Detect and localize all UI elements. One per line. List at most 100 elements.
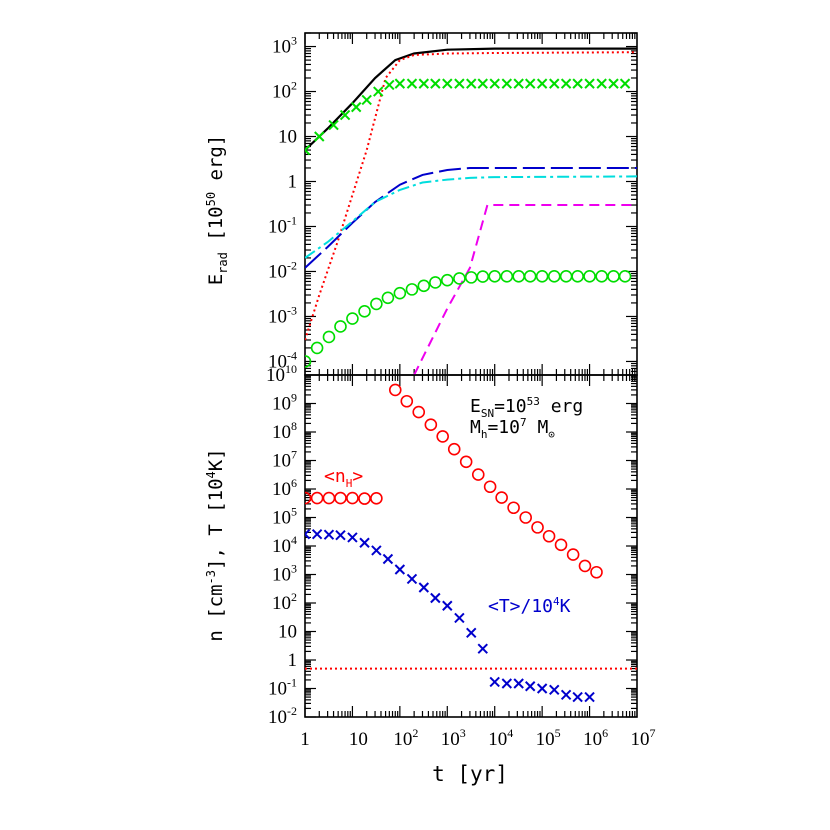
top-series-group: [305, 47, 637, 375]
bottom-y-axis-label: n [cm-3], T [104K]: [204, 448, 227, 641]
top-series-2-x-marker: [305, 144, 311, 156]
bottom-y-tick-label: 1010: [266, 362, 297, 386]
x-tick-label: 105: [536, 726, 561, 750]
top-series-2-x-marker: [384, 79, 395, 91]
bottom-series-0-circle-marker: [358, 492, 371, 505]
top-y-tick-label: 102: [272, 79, 297, 103]
top-series-6-circle-marker: [559, 270, 573, 283]
top-series-6-circle-marker: [500, 270, 514, 283]
bottom-series-0-circle-marker: [334, 491, 347, 505]
top-series-2-x-marker: [584, 78, 595, 89]
bottom-series-1-x-marker: [549, 684, 560, 696]
top-series-2-x-marker: [350, 101, 362, 113]
top-series-2-x-marker: [314, 131, 325, 142]
top-y-tick-label: 10: [278, 127, 297, 148]
top-series-6-circle-marker: [305, 355, 312, 368]
bottom-series-1-x-marker: [323, 529, 335, 540]
bottom-series-1-x-marker: [382, 553, 394, 565]
top-series-2-x-marker: [501, 78, 513, 89]
top-y-axis-label: Erad [1050 erg]: [204, 135, 230, 286]
bottom-y-tick-label: 10-2: [268, 704, 297, 728]
bottom-series-1-x-marker: [560, 689, 572, 701]
bottom-series-1-x-marker: [406, 573, 418, 585]
top-series-6-circle-marker: [523, 270, 537, 283]
top-series-6-circle-marker: [595, 270, 608, 283]
nh-label: <nH>: [324, 466, 363, 490]
bottom-series-0-circle-marker: [483, 480, 497, 494]
top-y-tick-label: 103: [272, 34, 297, 58]
top-series-6-circle-marker: [618, 270, 632, 283]
bottom-series-group: [305, 383, 637, 703]
bottom-series-1-x-marker: [371, 545, 382, 556]
top-series-6-circle-marker: [334, 320, 347, 333]
top-series-2-x-marker: [418, 78, 430, 89]
top-series-2-x-marker: [513, 78, 524, 89]
bottom-series-1-x-marker: [477, 643, 488, 654]
top-series-2-x-marker: [430, 78, 441, 89]
bottom-series-1-x-marker: [359, 537, 370, 548]
bottom-series-0-circle-marker: [566, 548, 580, 561]
bottom-y-tick-label: 106: [272, 476, 297, 500]
top-series-2-x-marker: [466, 78, 477, 89]
t-label: <T>/104K: [488, 595, 571, 617]
top-series-6-circle-marker: [405, 283, 419, 296]
bottom-series-0-circle-marker: [495, 491, 508, 504]
bottom-series-0-circle-marker: [305, 491, 312, 505]
top-series-6-circle-marker: [453, 272, 466, 285]
esn-annotation: ESN=1053 erg: [470, 395, 583, 420]
x-tick-label: 104: [488, 726, 513, 750]
top-series-6-circle-marker: [512, 270, 525, 283]
x-tick-label: 107: [631, 726, 656, 750]
bottom-series-0-circle-marker: [436, 430, 449, 443]
bottom-series-0-circle-marker: [322, 491, 336, 505]
bottom-series-1-x-marker: [466, 627, 477, 639]
bottom-series-1-x-marker: [347, 532, 358, 543]
bottom-series-1-x-marker: [442, 600, 453, 611]
top-series-6-circle-marker: [370, 297, 383, 311]
top-series-6-circle-marker: [464, 271, 478, 284]
bottom-series-0-circle-marker: [412, 405, 426, 419]
top-series-2-x-marker: [572, 78, 583, 89]
top-series-2-x-marker: [406, 78, 418, 89]
top-series-2-x-marker: [477, 78, 488, 89]
x-tick-label: 106: [583, 726, 608, 750]
bottom-series-0-circle-marker: [310, 491, 324, 505]
bottom-series-1-x-marker: [513, 678, 524, 689]
top-series-6-circle-marker: [381, 291, 395, 305]
x-tick-label: 103: [441, 726, 466, 750]
top-series-4-line: [305, 175, 637, 259]
top-series-6-circle-marker: [440, 273, 454, 287]
top-series-6-circle-marker: [583, 270, 596, 283]
bottom-series-1-x-marker: [454, 612, 465, 624]
top-series-6-circle-marker: [358, 305, 371, 318]
bottom-series-1-x-marker: [394, 564, 406, 575]
bottom-y-tick-label: 104: [272, 533, 297, 557]
top-series-6-circle-marker: [547, 270, 561, 283]
bottom-series-0-circle-marker: [370, 492, 383, 505]
top-series-6-circle-marker: [346, 312, 359, 325]
top-series-6-circle-marker: [535, 270, 549, 283]
bottom-series-0-circle-marker: [542, 529, 556, 543]
x-axis-label: t [yr]: [432, 762, 508, 786]
bottom-series-1-x-marker: [572, 691, 583, 703]
bottom-series-0-circle-marker: [459, 455, 473, 469]
top-series-0-line: [305, 47, 637, 151]
top-series-6-circle-marker: [488, 270, 502, 283]
x-tick-label: 102: [393, 726, 418, 750]
bottom-series-0-circle-marker: [346, 491, 359, 505]
bottom-series-0-circle-marker: [388, 383, 402, 397]
top-series-6-circle-marker: [310, 341, 324, 355]
top-series-2-x-marker: [560, 78, 572, 89]
top-series-2-x-marker: [536, 78, 548, 89]
top-series-2-x-marker: [373, 86, 384, 97]
top-series-2-x-marker: [596, 78, 607, 89]
top-series-2-x-marker: [549, 78, 560, 89]
top-series-1-line: [305, 51, 637, 341]
top-series-6-circle-marker: [571, 270, 584, 283]
top-y-tick-label: 1: [288, 172, 298, 193]
top-series-6-circle-marker: [417, 279, 431, 293]
x-tick-label: 1: [300, 729, 310, 750]
bottom-series-0-circle-marker: [590, 565, 603, 579]
